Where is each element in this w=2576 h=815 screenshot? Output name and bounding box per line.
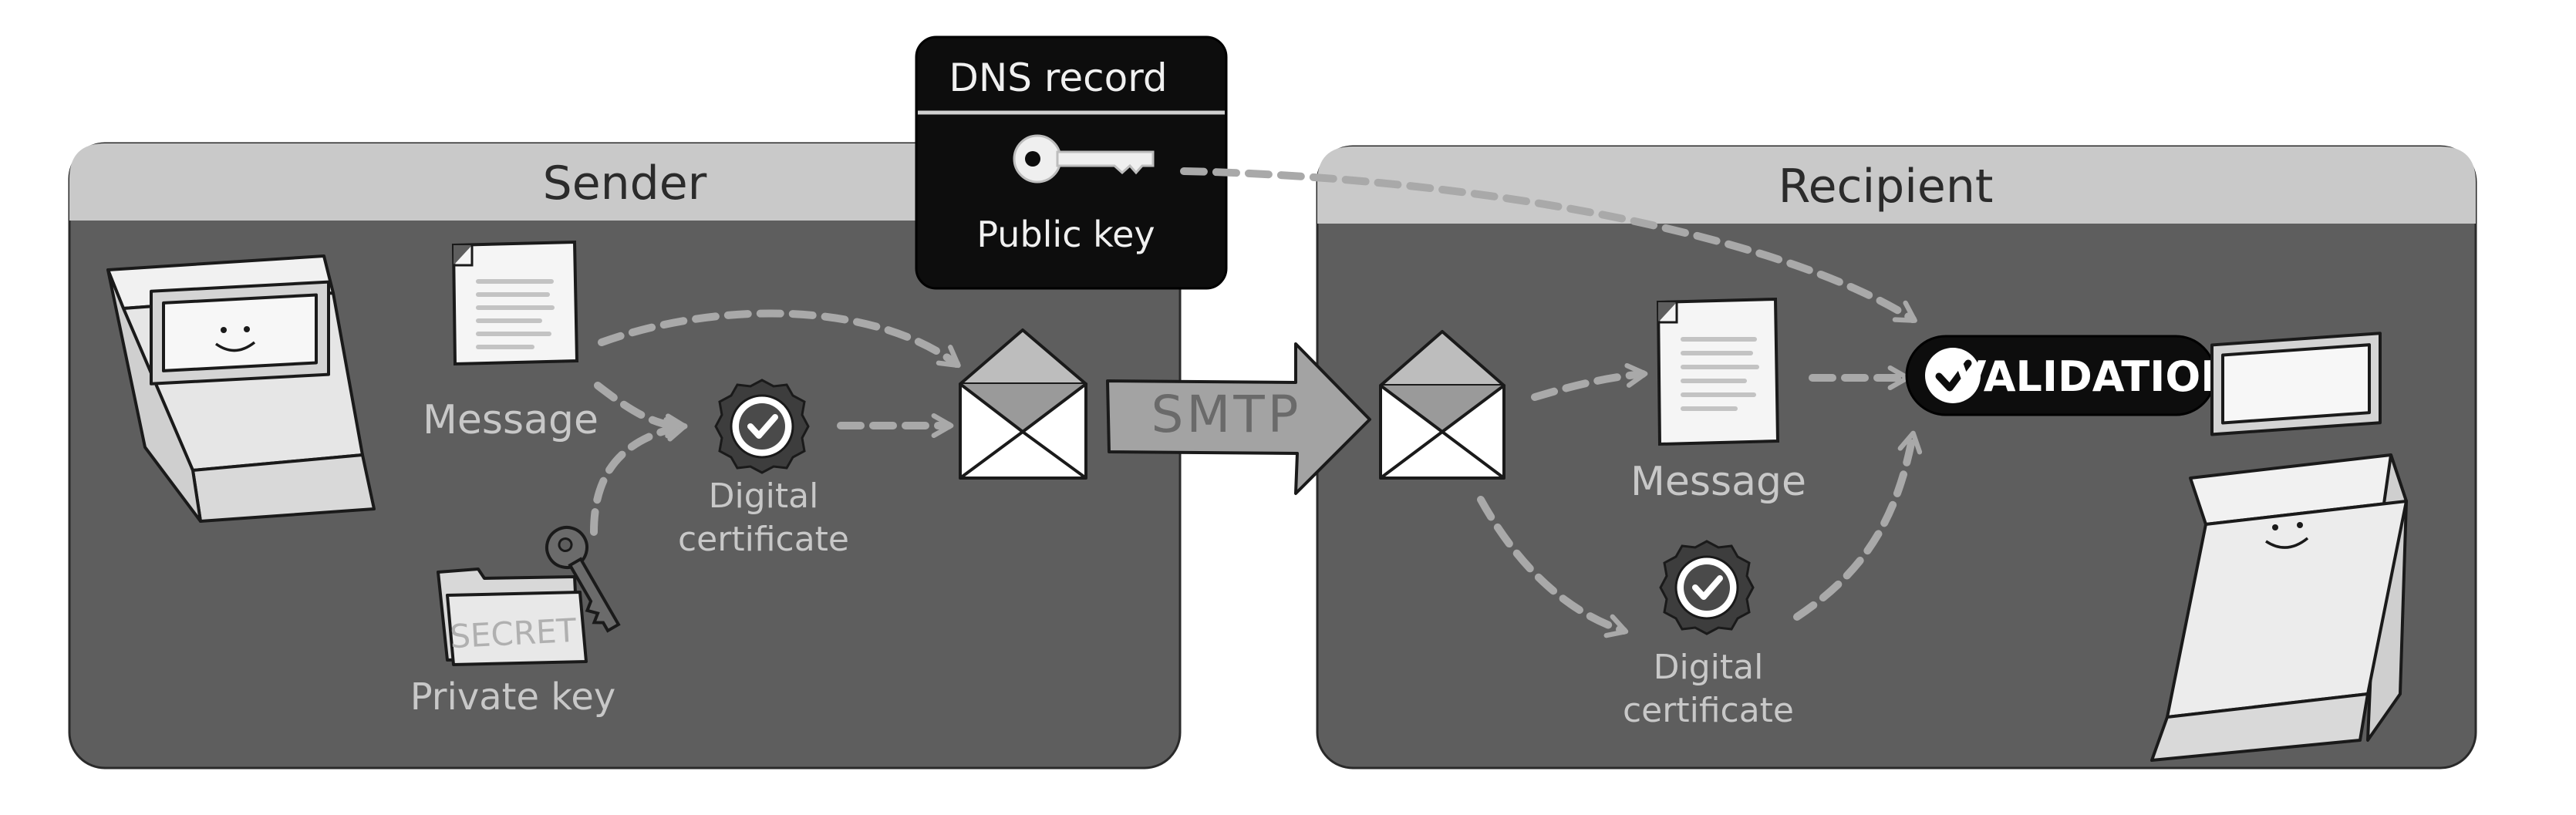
recipient-title: Recipient xyxy=(1779,160,1994,214)
recipient-computer-icon xyxy=(2150,332,2408,762)
sender-document-icon xyxy=(451,240,579,366)
key-icon xyxy=(1013,134,1155,184)
validation-label: VALIDATION xyxy=(1954,352,2236,401)
arrow-message-to-envelope xyxy=(598,309,961,369)
arrow-envelope-to-certificate xyxy=(1477,496,1629,638)
arrow-envelope-to-message xyxy=(1531,362,1648,401)
sender-title: Sender xyxy=(543,157,707,210)
sender-computer-icon xyxy=(106,254,376,523)
sender-message-label: Message xyxy=(423,397,598,443)
smtp-label: SMTP xyxy=(1151,385,1302,444)
recipient-document-icon xyxy=(1656,297,1780,446)
sender-certificate-icon xyxy=(714,379,810,474)
recipient-message-label: Message xyxy=(1630,459,1806,505)
sender-envelope-icon xyxy=(959,328,1087,480)
sender-certificate-label-1: Digital xyxy=(709,477,819,516)
validation-badge: VALIDATION xyxy=(1905,335,2236,416)
recipient-certificate-label-1: Digital xyxy=(1654,648,1764,687)
arrow-publickey-to-validation xyxy=(1180,167,1917,323)
sender-certificate-label-2: certificate xyxy=(678,520,849,559)
public-key-label: Public key xyxy=(976,214,1155,255)
recipient-certificate-label-2: certificate xyxy=(1623,691,1794,730)
arrow-privatekey-to-certificate xyxy=(590,417,688,536)
folder-icon: SECRET xyxy=(437,567,588,666)
private-key-label: Private key xyxy=(410,675,616,719)
dns-title: DNS record xyxy=(949,56,1167,100)
folder-stamp: SECRET xyxy=(449,611,578,656)
flow-arrows xyxy=(590,167,1923,638)
arrow-certificate-to-validation xyxy=(1793,430,1923,621)
private-key-icon xyxy=(545,526,621,633)
recipient-panel: Recipient xyxy=(1316,145,2477,770)
recipient-certificate-icon xyxy=(1659,540,1755,635)
sender-panel-header xyxy=(69,143,1180,221)
recipient-envelope-icon xyxy=(1379,330,1505,480)
smtp-arrow: SMTP xyxy=(1106,342,1371,495)
recipient-panel-header xyxy=(1317,146,2476,224)
dns-record-box: DNS record Public key xyxy=(915,35,1228,290)
